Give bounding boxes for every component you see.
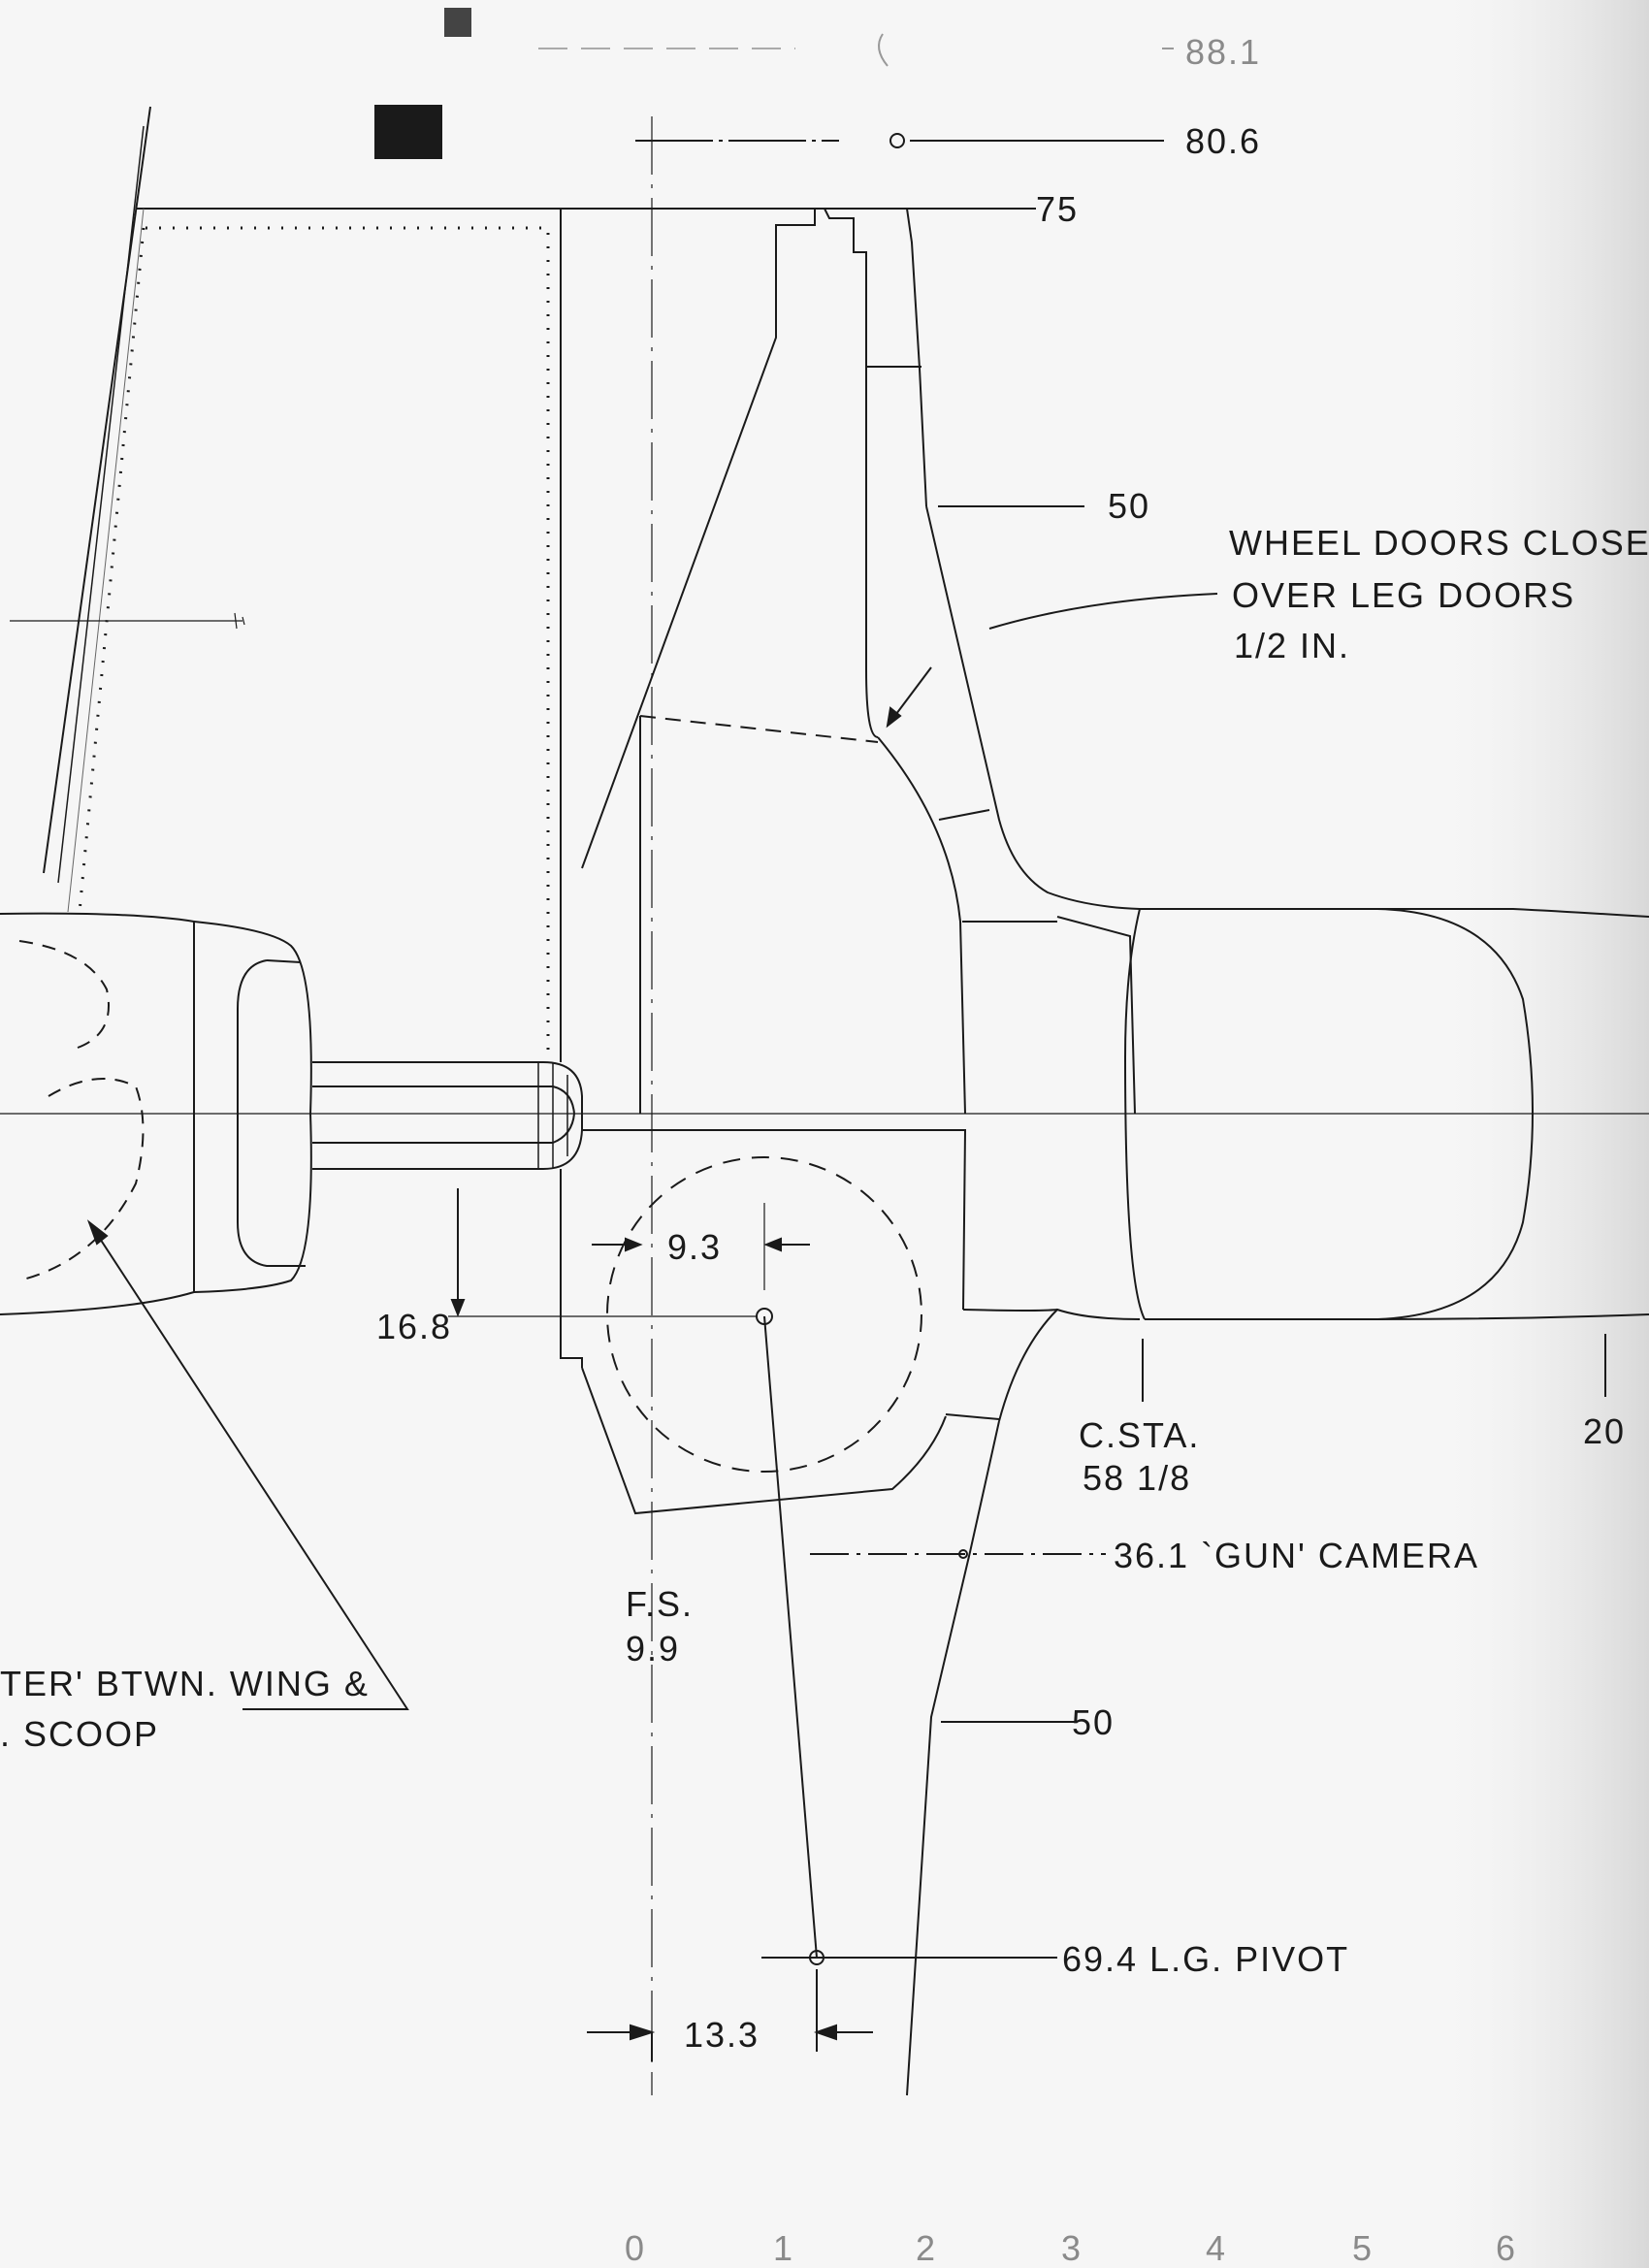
oleo-inner xyxy=(312,1085,576,1144)
oleo-strut xyxy=(312,1061,583,1170)
wheel-door-curve xyxy=(877,736,966,1115)
dotted-wheel-well-outline xyxy=(146,226,550,1057)
wheel-circle xyxy=(606,1156,922,1473)
dim93-arrow-right xyxy=(763,1237,782,1252)
fairing-left xyxy=(1056,916,1136,1115)
station-50-upper-label: 50 xyxy=(1108,486,1151,526)
leg-door-right-edge xyxy=(865,367,879,738)
station-88-label: 88.1 xyxy=(1185,32,1262,72)
c-sta-value: 58 1/8 xyxy=(1083,1458,1192,1498)
door-arrowhead xyxy=(886,706,902,729)
wheel-door-outer-edge xyxy=(906,208,927,507)
spinner-left xyxy=(1123,908,1146,1320)
dim133-arrow-left xyxy=(630,2024,656,2041)
scan-shadow xyxy=(1426,0,1649,2268)
note-fillet-line1: TER' BTWN. WING & xyxy=(0,1664,370,1703)
lower-door-top xyxy=(582,1129,967,1311)
note-wheel-doors-line3: 1/2 IN. xyxy=(1234,626,1351,665)
lower-sep xyxy=(945,1413,1000,1420)
scoop-outline xyxy=(0,912,195,1315)
dim168-arrow xyxy=(450,1299,466,1317)
lg-pivot-label: 69.4 L.G. PIVOT xyxy=(1062,1939,1350,1979)
dim93-arrow-left xyxy=(625,1237,643,1252)
scale-tick-3: 3 xyxy=(1061,2228,1083,2268)
dim-13-3-label: 13.3 xyxy=(684,2015,760,2055)
gun-camera-marker xyxy=(958,1549,968,1559)
fuselage-top xyxy=(1140,908,1649,918)
rib-line-lower xyxy=(560,1169,583,1368)
scoop-lip xyxy=(193,921,312,1293)
station-20-label: 20 xyxy=(1583,1411,1627,1451)
wing-edge-third xyxy=(67,208,145,913)
scoop-inner xyxy=(237,959,306,1267)
lower-fairing xyxy=(962,1309,1058,1312)
fs-label: F.S. xyxy=(626,1584,695,1624)
station-80-marker xyxy=(889,133,905,148)
pivot-marker xyxy=(809,1950,824,1965)
fuselage-bottom xyxy=(1376,1313,1649,1320)
c-sta-label: C.STA. xyxy=(1079,1415,1201,1455)
note-wheel-doors-line2: OVER LEG DOORS xyxy=(1232,575,1576,615)
note-leader xyxy=(988,593,1218,630)
wing-edge-outer xyxy=(43,106,151,874)
dashed-curve-lower xyxy=(18,1078,145,1281)
leg-door-left-edge xyxy=(581,209,816,869)
wing-edge-inner xyxy=(57,125,145,884)
dim-9-3-label: 9.3 xyxy=(667,1227,723,1267)
registration-mark-small xyxy=(444,8,471,37)
dashed-curve-upper xyxy=(18,940,110,1049)
scale-tick-6: 6 xyxy=(1496,2228,1518,2268)
station-50-lower-label: 50 xyxy=(1072,1702,1116,1742)
leg-line xyxy=(763,1315,818,1959)
lower-outer-edge xyxy=(906,1420,1000,2096)
leg-door-top-notch xyxy=(805,208,922,368)
door-dashed-line xyxy=(639,715,879,743)
scoop-inner-top xyxy=(266,959,302,963)
note-wheel-doors-line1: WHEEL DOORS CLOSE xyxy=(1229,523,1649,563)
fillet-leader xyxy=(88,1221,409,1710)
door-sep-1 xyxy=(938,809,990,821)
spinner-outline xyxy=(1140,908,1534,1320)
fillet-arrowhead xyxy=(86,1219,109,1246)
scale-tick-2: 2 xyxy=(916,2228,938,2268)
left-leader-tick xyxy=(234,612,245,630)
lower-leg-door xyxy=(581,1367,947,1515)
scale-tick-5: 5 xyxy=(1352,2228,1374,2268)
scale-tick-4: 4 xyxy=(1206,2228,1228,2268)
scale-tick-0: 0 xyxy=(625,2228,647,2268)
fs-value: 9.9 xyxy=(626,1629,681,1669)
scale-tick-1: 1 xyxy=(773,2228,795,2268)
note-fillet-line2: . SCOOP xyxy=(0,1714,160,1754)
lower-fillet xyxy=(998,1308,1141,1422)
station-80-label: 80.6 xyxy=(1185,121,1262,161)
dim133-arrow-right xyxy=(813,2024,837,2041)
station-75-label: 75 xyxy=(1036,189,1080,229)
registration-mark xyxy=(374,105,442,159)
wheel-door-fillet-upper xyxy=(925,505,1141,910)
dotted-wheel-well-left xyxy=(78,227,146,913)
top-faint-curve xyxy=(878,33,889,67)
dim-16-8-label: 16.8 xyxy=(376,1307,453,1346)
gun-camera-label: 36.1 `GUN' CAMERA xyxy=(1114,1536,1479,1575)
